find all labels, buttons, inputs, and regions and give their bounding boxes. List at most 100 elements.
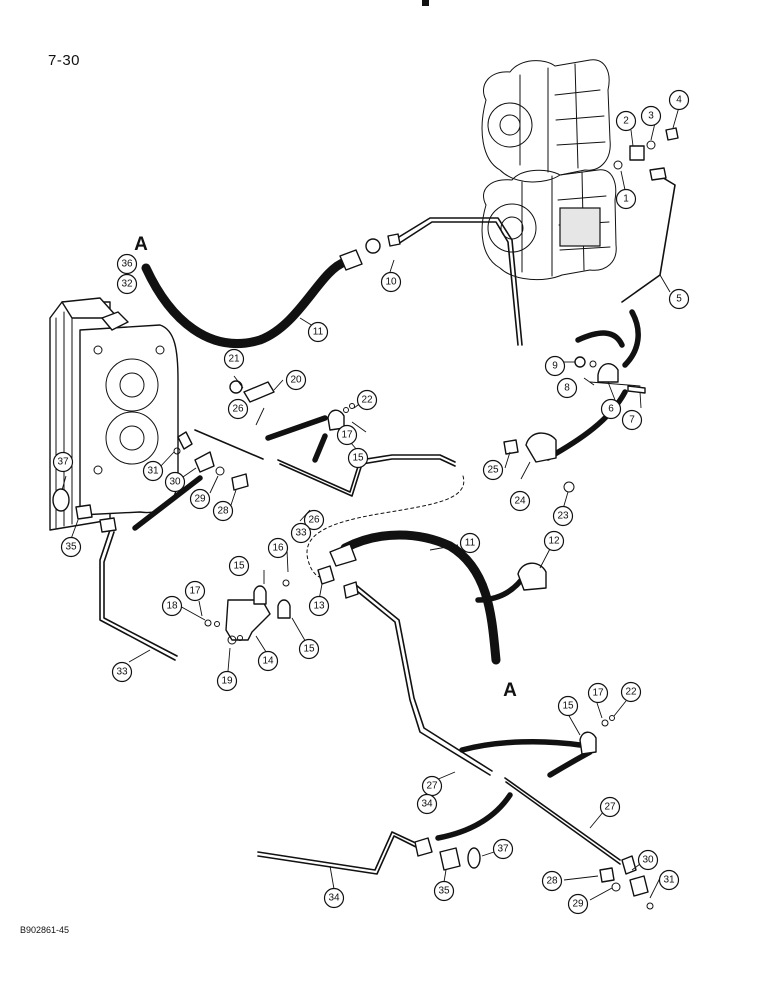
callout-circle [142, 460, 164, 482]
callout-number: 22 [361, 395, 373, 406]
callout-circle [223, 348, 245, 370]
callout-circle [509, 490, 531, 512]
callout-number: 31 [147, 466, 159, 477]
callout-number: 36 [121, 259, 133, 270]
callout-number: 24 [514, 496, 526, 507]
callout-number: 33 [295, 528, 307, 539]
callout-circle [482, 459, 504, 481]
callout-circle [544, 355, 566, 377]
callout-number: 4 [676, 95, 682, 106]
callout-circle [541, 870, 563, 892]
callout-number: 17 [341, 430, 353, 441]
callout-1: 1 [615, 188, 637, 210]
callout-14: 14 [257, 650, 279, 672]
callout-11: 11 [459, 532, 481, 554]
hose-label-upper: A [134, 234, 148, 255]
pipe-26-long [277, 454, 456, 493]
callout-4: 4 [668, 89, 690, 111]
callout-circle [161, 595, 183, 617]
callout-35: 35 [60, 536, 82, 558]
callout-number: 3 [648, 111, 654, 122]
callout-circle [600, 398, 622, 420]
callout-10: 10 [380, 271, 402, 293]
callout-18: 18 [161, 595, 183, 617]
callout-circle [668, 288, 690, 310]
callout-20: 20 [285, 369, 307, 391]
callout-circle [459, 532, 481, 554]
callout-number: 27 [426, 781, 438, 792]
callout-17: 17 [587, 682, 609, 704]
callout-19: 19 [216, 670, 238, 692]
pipe-33 [99, 529, 176, 661]
callout-30: 30 [164, 471, 186, 493]
callout-29: 29 [567, 893, 589, 915]
callout-number: 32 [121, 279, 133, 290]
callout-15: 15 [298, 638, 320, 660]
callout-number: 22 [625, 687, 637, 698]
callout-number: 29 [572, 899, 584, 910]
callout-circle [637, 849, 659, 871]
callout-circle [116, 253, 138, 275]
callout-circle [111, 661, 133, 683]
callout-number: 18 [166, 601, 178, 612]
callout-number: 11 [313, 327, 324, 338]
callout-number: 19 [221, 676, 233, 687]
figure-code: B902861-45 [20, 925, 70, 935]
callout-number: 21 [228, 354, 240, 365]
callout-24: 24 [509, 490, 531, 512]
callout-number: 8 [564, 383, 570, 394]
pipe-5 [393, 217, 523, 346]
callout-number: 15 [562, 701, 574, 712]
callout-number: 37 [57, 457, 69, 468]
callout-number: 5 [676, 294, 682, 305]
callout-37: 37 [492, 838, 514, 860]
callout-circle [658, 869, 680, 891]
pipe-5-right [621, 175, 676, 303]
callout-33: 33 [111, 661, 133, 683]
callout-circle [356, 389, 378, 411]
callout-34: 34 [416, 793, 438, 815]
callout-number: 11 [465, 538, 476, 549]
callout-number: 37 [497, 844, 509, 855]
callout-13: 13 [308, 595, 330, 617]
callout-number: 20 [290, 375, 302, 386]
callout-circle [257, 650, 279, 672]
callout-32: 32 [116, 273, 138, 295]
callout-number: 15 [303, 644, 315, 655]
callout-number: 13 [313, 601, 325, 612]
pipe-27-upper [351, 586, 491, 776]
callout-number: 28 [546, 876, 558, 887]
hose-label-lower: A [503, 680, 517, 701]
callout-circle [189, 488, 211, 510]
callout-27: 27 [599, 796, 621, 818]
callout-circle [556, 377, 578, 399]
callout-11: 11 [307, 321, 329, 343]
callout-number: 34 [421, 799, 433, 810]
callout-circle [336, 424, 358, 446]
callout-circle [416, 793, 438, 815]
callout-number: 9 [552, 361, 558, 372]
callout-2: 2 [615, 110, 637, 132]
hose-lower [340, 530, 501, 665]
callout-circle [227, 398, 249, 420]
callout-21: 21 [223, 348, 245, 370]
callout-number: 34 [328, 893, 340, 904]
callout-22: 22 [620, 681, 642, 703]
callout-number: 26 [232, 404, 244, 415]
callout-number: 16 [272, 543, 284, 554]
callout-9: 9 [544, 355, 566, 377]
callout-27: 27 [421, 775, 443, 797]
callout-30: 30 [637, 849, 659, 871]
pipe-27-lower [504, 777, 621, 861]
callout-25: 25 [482, 459, 504, 481]
callout-circle [290, 522, 312, 544]
callout-number: 2 [623, 116, 629, 127]
callout-number: 29 [194, 494, 206, 505]
pipe-34 [257, 831, 421, 871]
callout-circle [615, 188, 637, 210]
callout-number: 26 [308, 515, 320, 526]
callout-16: 16 [267, 537, 289, 559]
callout-12: 12 [543, 530, 565, 552]
callout-31: 31 [658, 869, 680, 891]
callout-circle [620, 681, 642, 703]
